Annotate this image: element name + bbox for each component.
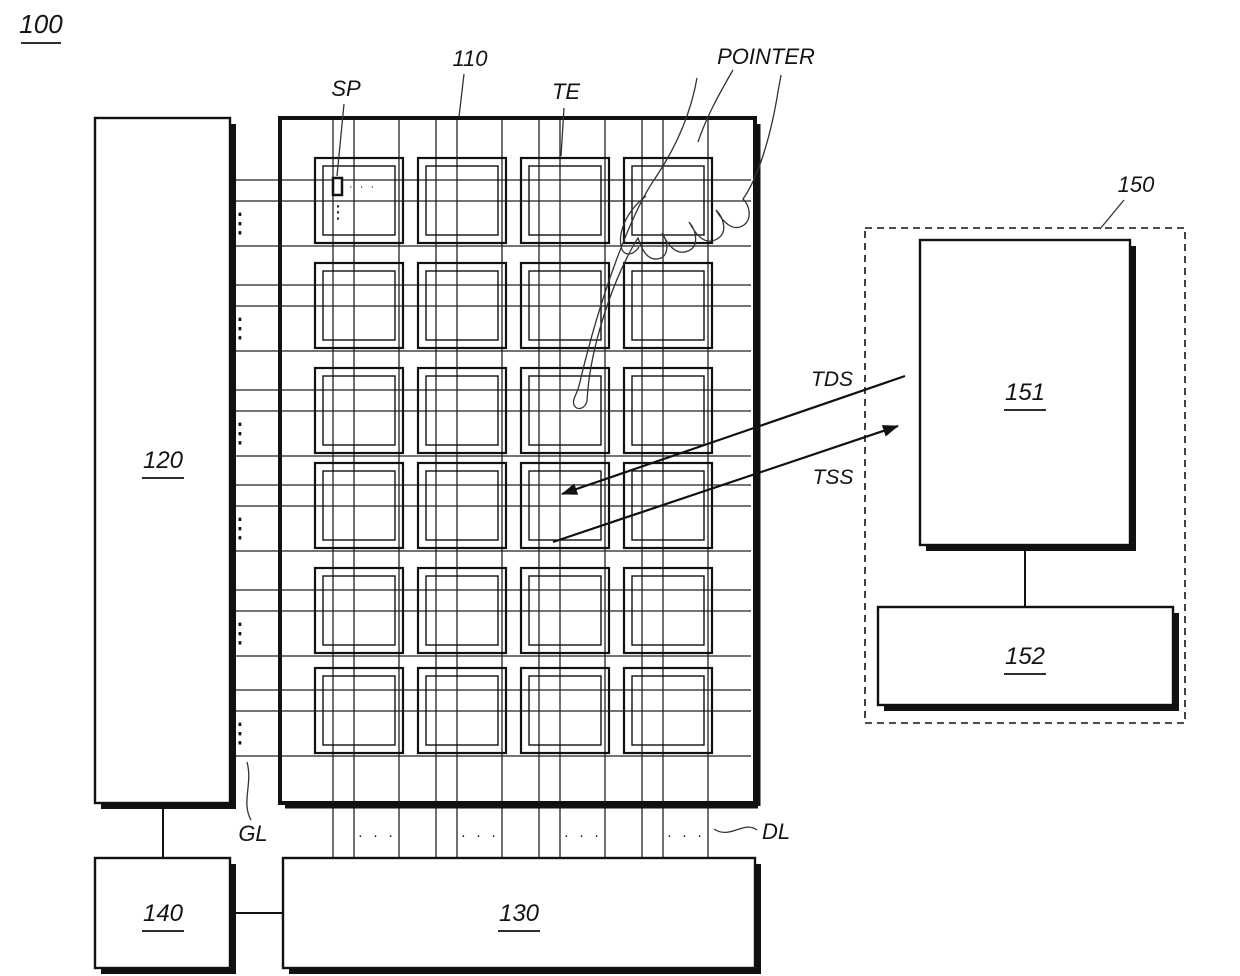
block-120: 120 [93, 116, 236, 809]
block-151: 151 [918, 238, 1136, 551]
touch-electrode [519, 366, 611, 455]
block-140-body [93, 856, 232, 970]
touch-electrode [416, 156, 508, 245]
touch-electrode-inner [425, 675, 499, 746]
touch-electrode [313, 156, 405, 245]
sp-label: SP [331, 76, 361, 101]
touch-electrode [313, 566, 405, 655]
touch-electrode [622, 461, 714, 550]
block-152: 152 [876, 605, 1179, 711]
block-130-label: 130 [499, 900, 540, 927]
figure-number: 100 [19, 9, 63, 39]
subpixel-marker [331, 176, 344, 197]
dashed-box-leader [1099, 199, 1125, 230]
panel-label: 110 [452, 46, 488, 71]
touch-electrode [519, 261, 611, 350]
touch-electrode-inner [631, 165, 705, 236]
tss-label: TSS [813, 466, 854, 489]
tds-label: TDS [811, 368, 853, 391]
touch-electrode-inner [425, 470, 499, 541]
touch-electrode-inner [631, 270, 705, 341]
dl-leader [713, 826, 758, 834]
panel-leader [458, 73, 465, 118]
dashed-box-label: 150 [1118, 172, 1155, 197]
touch-electrode-inner [425, 575, 499, 646]
te-label: TE [552, 79, 580, 104]
touch-electrode [416, 566, 508, 655]
touch-electrode [622, 366, 714, 455]
block-152-label: 152 [1005, 643, 1045, 670]
block-120-body [93, 116, 232, 805]
touch-electrode-inner [528, 675, 602, 746]
touch-electrode-inner [425, 270, 499, 341]
touch-electrode [313, 366, 405, 455]
tds-arrow [561, 374, 906, 496]
touch-electrode-inner [322, 165, 396, 236]
touch-electrode [416, 666, 508, 755]
touch-electrode [416, 461, 508, 550]
dl-label: DL [762, 819, 790, 844]
touch-electrode [313, 261, 405, 350]
pointer-hand-drawing [572, 74, 782, 410]
ellipsis-horizontal: · · · [564, 827, 602, 844]
ellipsis-vertical: ⋮ [329, 202, 347, 222]
touch-electrode-inner [631, 375, 705, 446]
block-151-label: 151 [1005, 379, 1045, 406]
tss-arrow [552, 424, 899, 544]
touch-electrode-inner [528, 375, 602, 446]
block-120-label: 120 [143, 447, 184, 474]
gl-label: GL [238, 821, 267, 846]
touch-electrode [519, 566, 611, 655]
touch-electrode [622, 261, 714, 350]
touch-electrode [519, 461, 611, 550]
ellipsis-horizontal: · · · [461, 827, 499, 844]
touch-electrode-inner [322, 675, 396, 746]
touch-electrode-inner [528, 470, 602, 541]
gl-leader [246, 761, 252, 821]
touch-electrode [622, 566, 714, 655]
te-leader [560, 107, 565, 157]
pointer-thumb-line [619, 195, 647, 255]
touch-electrode-inner [425, 375, 499, 446]
touch-electrode [416, 261, 508, 350]
touch-electrode-inner [631, 575, 705, 646]
display-panel [278, 116, 757, 805]
touch-electrode [622, 666, 714, 755]
pointer-label: POINTER [717, 44, 815, 69]
touch-electrode-inner [631, 675, 705, 746]
dashed-box-150 [864, 227, 1186, 724]
block-151-body [918, 238, 1132, 547]
touch-electrode-inner [322, 575, 396, 646]
touch-electrode [313, 461, 405, 550]
touch-electrode [519, 156, 611, 245]
ellipsis-horizontal: · · · [349, 181, 376, 193]
ellipsis-horizontal: · · · [667, 827, 705, 844]
touch-electrode-inner [631, 470, 705, 541]
touch-electrode-inner [322, 270, 396, 341]
ellipsis-horizontal: · · · [358, 827, 396, 844]
block-152-body [876, 605, 1175, 707]
block-140-label: 140 [143, 900, 184, 927]
touch-electrode-inner [425, 165, 499, 236]
panel-grid: ⋮⋮⋮⋮⋮⋮· · ·· · ·· · ·· · · [227, 120, 751, 858]
touch-electrode-inner [528, 165, 602, 236]
touch-electrode [313, 666, 405, 755]
sp-leader [336, 103, 345, 177]
pointer-leader-line [697, 69, 734, 143]
touch-electrode-inner [322, 375, 396, 446]
block-130-body [281, 856, 757, 970]
block-140: 140 [93, 856, 236, 974]
touch-electrode-inner [528, 575, 602, 646]
touch-electrode [416, 366, 508, 455]
block-130: 130 [281, 856, 761, 974]
touch-electrode [519, 666, 611, 755]
touch-electrode-inner [322, 470, 396, 541]
